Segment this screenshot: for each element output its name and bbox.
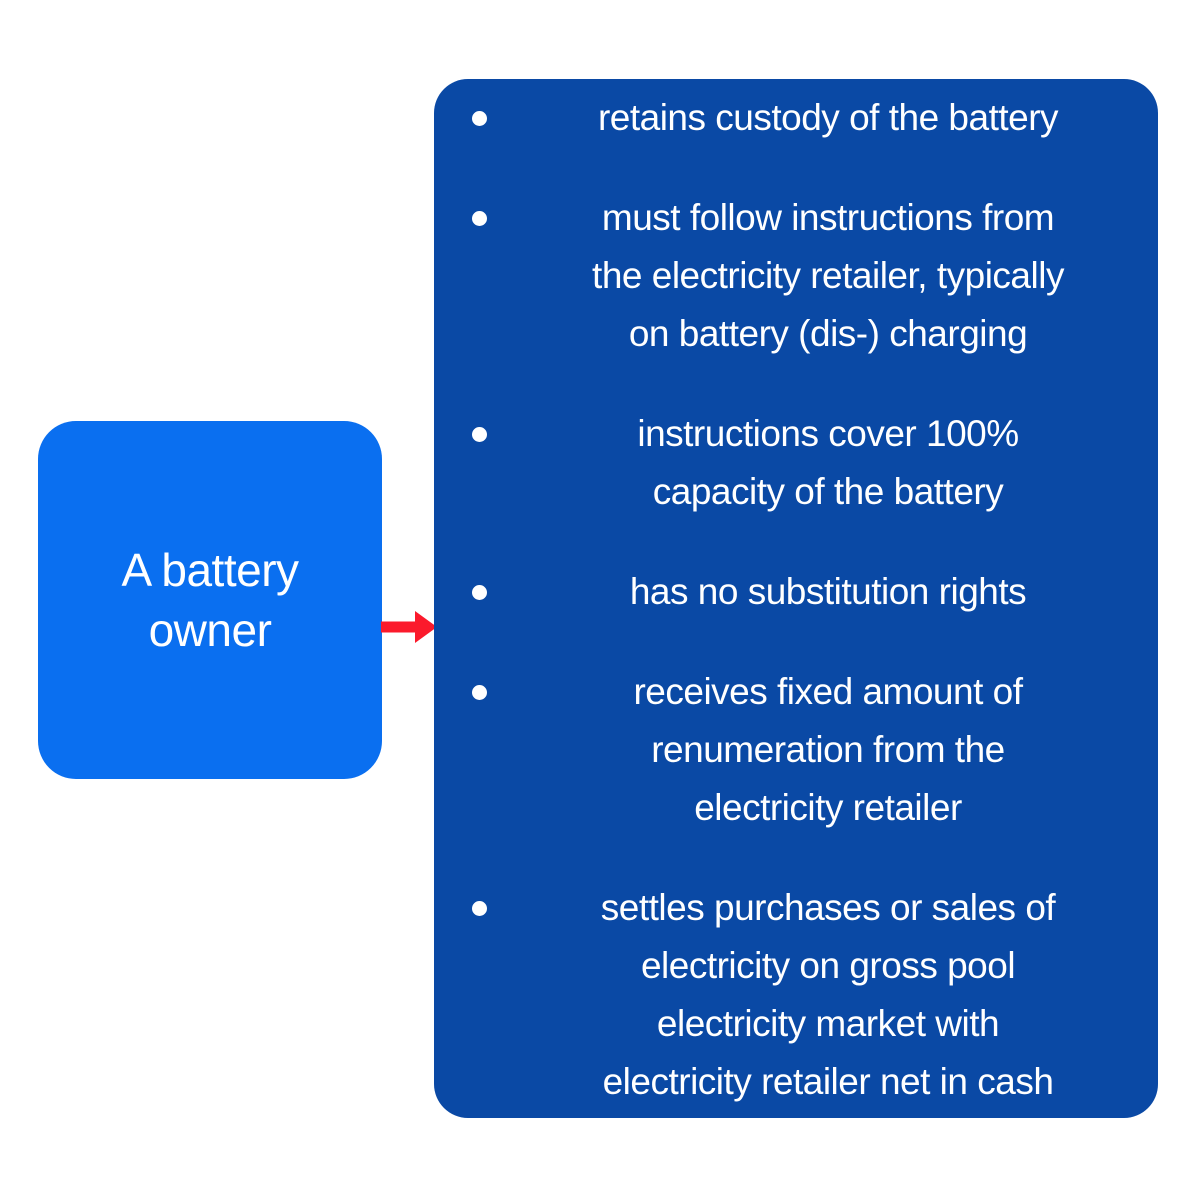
list-item: has no substitution rights (434, 563, 1132, 621)
list-item-text: must follow instructions from the electr… (524, 189, 1132, 363)
list-item-line: electricity retailer (694, 787, 962, 828)
list-item-text: settles purchases or sales of electricit… (524, 879, 1132, 1111)
bullet-icon (471, 111, 487, 126)
list-item: receives fixed amount of renumeration fr… (434, 663, 1132, 837)
list-item-text: receives fixed amount of renumeration fr… (524, 663, 1132, 837)
list-item-text: instructions cover 100% capacity of the … (524, 405, 1132, 521)
list-item-line: retains custody of the battery (597, 97, 1059, 138)
bullet-icon (471, 685, 487, 700)
list-item-line: electricity on gross pool (640, 945, 1016, 986)
bullet-icon (471, 427, 487, 442)
bullet-icon (471, 901, 487, 916)
list-item-line: capacity of the battery (652, 471, 1004, 512)
list-item-line: must follow instructions from (601, 197, 1055, 238)
bullet-icon (471, 211, 487, 226)
list-item: must follow instructions from the electr… (434, 189, 1132, 363)
obligations-list: retains custody of the battery must foll… (434, 89, 1132, 1111)
list-item: instructions cover 100% capacity of the … (434, 405, 1132, 521)
list-item-text: has no substitution rights (524, 563, 1132, 621)
bullet-icon (471, 585, 487, 600)
list-item-line: the electricity retailer, typically (592, 255, 1064, 296)
list-item: settles purchases or sales of electricit… (434, 879, 1132, 1111)
obligations-node: retains custody of the battery must foll… (434, 79, 1158, 1118)
list-item-line: settles purchases or sales of (600, 887, 1056, 928)
list-item-line: instructions cover 100% (637, 413, 1019, 454)
flow-arrow-icon (381, 611, 437, 643)
battery-owner-label: A battery owner (121, 544, 299, 656)
list-item: retains custody of the battery (434, 89, 1132, 147)
list-item-line: renumeration from the (651, 729, 1005, 770)
list-item-line: electricity retailer net in cash (602, 1061, 1054, 1102)
battery-owner-node: A battery owner (38, 421, 382, 779)
list-item-text: retains custody of the battery (524, 89, 1132, 147)
list-item-line: receives fixed amount of (633, 671, 1023, 712)
list-item-line: on battery (dis-) charging (628, 313, 1028, 354)
list-item-line: electricity market with (656, 1003, 1000, 1044)
list-item-line: has no substitution rights (629, 571, 1027, 612)
